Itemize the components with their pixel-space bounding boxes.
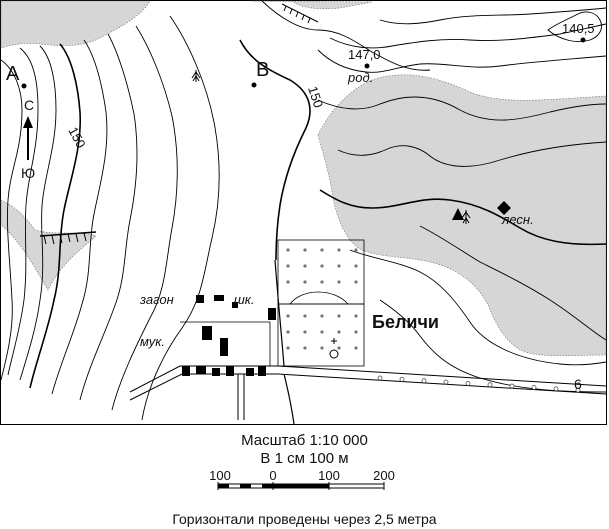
spring-label: род. [347,70,373,85]
orchard-tree-dot [320,248,324,252]
spot-elevation-1: 147,0 [348,47,381,62]
scale-subtext: В 1 см 100 м [260,450,349,467]
road-side-trees [377,375,581,393]
orchard-tree-dot [303,280,307,284]
scale-tick-100: 100 [318,468,340,483]
compass-south-label: Ю [21,165,35,181]
orchard-tree-dot [320,264,324,268]
north-arrow-icon [23,116,33,160]
orchard-tree-dot [286,330,290,334]
scale-bar: 100 0 100 200 [209,468,395,490]
orchard-tree-dot [354,280,358,284]
contour-label-right: 150 [305,84,326,109]
dirt-road [274,259,295,425]
forest-top-right [251,0,373,10]
orchard-tree-dot [354,330,358,334]
point-b-label: В [256,59,269,81]
forester-icon [452,208,464,220]
road-tree-dot [575,387,581,393]
tree-icon [191,70,471,224]
compass-north-label: С [24,97,34,113]
point-markers [21,37,586,89]
village-label: Беличи [372,312,439,332]
village-boundary [180,321,271,366]
orchard-tree-dot [303,330,307,334]
forest-top-left [0,0,151,49]
orchard-tree-dot [337,314,341,318]
orchard-tree-dot [320,314,324,318]
road-tree-dot [399,376,405,382]
mill-label: мук. [140,334,165,349]
road-tree-dot [377,375,383,381]
orchard-trees [286,248,358,350]
orchard-tree-dot [286,314,290,318]
road-tree-dot [465,380,471,386]
road-tree-dot [443,379,449,385]
orchard-tree-dot [320,346,324,350]
orchard-tree-dot [303,346,307,350]
map-legend: Масштаб 1:10 000 В 1 см 100 м 100 0 100 … [0,430,609,527]
road-tree-dot [421,378,427,384]
contours-right [239,0,607,393]
orchard-tree-dot [286,280,290,284]
orchard-tree-dot [337,346,341,350]
spot-elevation-2: 140,5 [562,21,595,36]
orchard-tree-dot [337,248,341,252]
orchard-tree-dot [286,346,290,350]
topographic-map: А В С Ю 147,0 140,5 150 150 род. лесн. з… [0,0,607,425]
well-icon [329,338,339,359]
scale-tick-200: 200 [373,468,395,483]
scale-tick-0: 0 [269,468,276,483]
orchard-tree-dot [303,264,307,268]
orchard-tree-dot [337,264,341,268]
orchard-tree-dot [354,264,358,268]
orchard-tree-dot [320,330,324,334]
cliffs [39,3,319,245]
orchard-tree-dot [303,314,307,318]
orchard-tree-dot [286,248,290,252]
forester-label: лесн. [501,212,534,227]
orchard-tree-dot [320,280,324,284]
scale-tick-100-left: 100 [209,468,231,483]
scale-text: Масштаб 1:10 000 [241,432,368,449]
road-number-label: 6 [574,376,582,392]
orchard-tree-dot [354,314,358,318]
road-tree-dot [509,383,515,389]
orchard-tree-dot [337,280,341,284]
orchard [277,239,365,367]
school-label: шк. [234,292,255,307]
orchard-tree-dot [354,248,358,252]
contour-interval-note: Горизонтали проведены через 2,5 метра [172,511,437,527]
orchard-tree-dot [337,330,341,334]
forest-main [317,74,607,357]
orchard-tree-dot [303,248,307,252]
point-a-label: А [6,63,20,85]
road-tree-dot [553,386,559,392]
road-tree-dot [531,384,537,390]
road-tree-dot [487,382,493,388]
buildings [182,201,511,376]
orchard-tree-dot [354,346,358,350]
corral-label: загон [139,292,174,307]
contours-left [0,15,220,421]
orchard-tree-dot [286,264,290,268]
